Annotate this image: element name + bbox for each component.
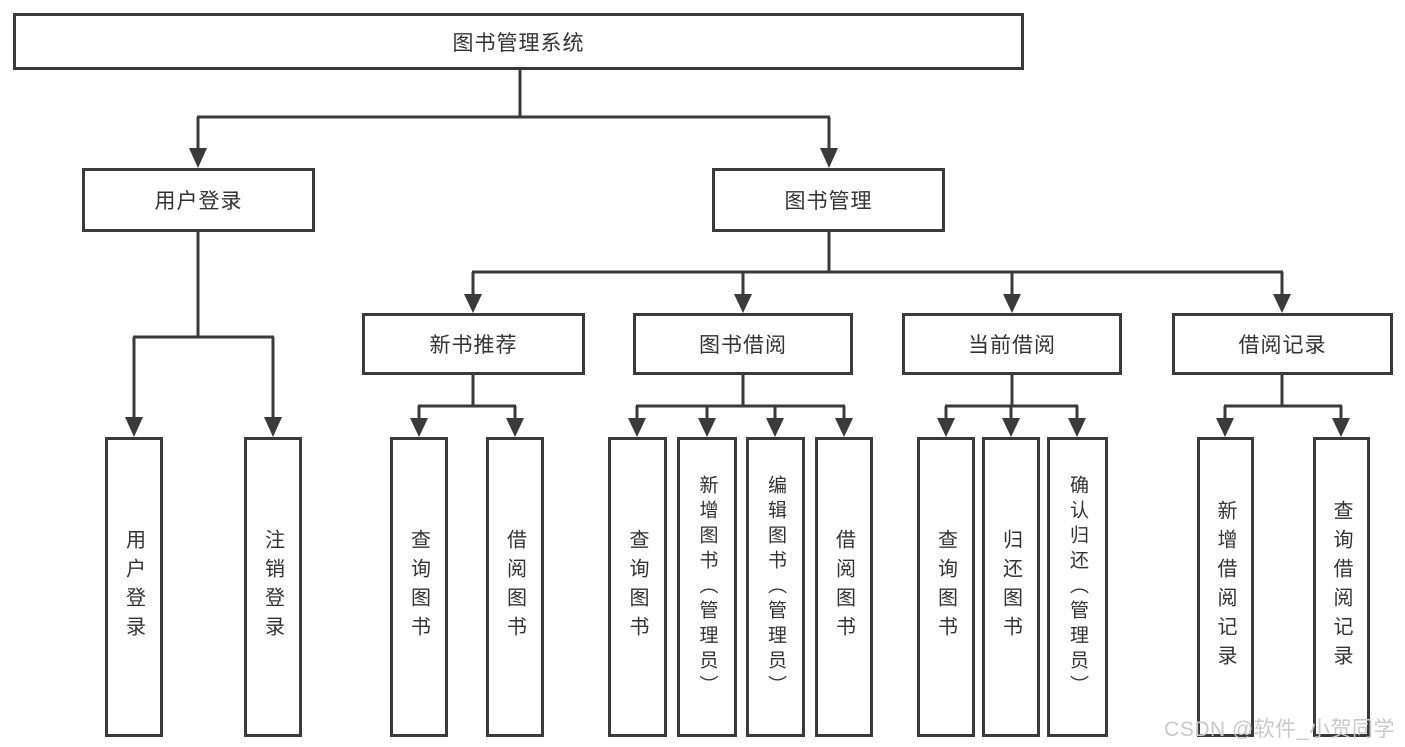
connector-root [196, 70, 831, 150]
node-bb-edit-books-admin: 编辑图书（管理员） [746, 437, 805, 737]
arrowhead-new-book-recommend [464, 294, 482, 313]
node-label: 编辑图书（管理员） [765, 474, 786, 700]
node-user-login: 用户登录 [82, 168, 315, 232]
node-bb-borrow-books: 借阅图书 [815, 437, 873, 737]
node-label: 用户登录 [122, 529, 145, 645]
node-label: 当前借阅 [968, 334, 1056, 357]
arrowhead-br-query [1332, 418, 1350, 437]
arrowhead-cb-confirm [1068, 418, 1086, 437]
connector-current-borrowing [944, 375, 1079, 420]
node-br-query-record: 查询借阅记录 [1313, 437, 1370, 737]
arrowhead-nbr-query [410, 418, 428, 437]
node-label: 查询借阅记录 [1330, 500, 1352, 674]
node-label: 借阅记录 [1238, 334, 1327, 357]
node-label: 借阅图书 [503, 529, 526, 645]
node-label: 注销登录 [261, 529, 284, 645]
node-book-borrowing: 图书借阅 [633, 313, 853, 375]
node-label: 借阅图书 [832, 529, 855, 645]
connector-book-management [471, 232, 1284, 296]
node-current-borrowing: 当前借阅 [902, 313, 1122, 375]
connector-new-book-recommend [417, 375, 517, 420]
node-cb-query-books: 查询图书 [917, 437, 975, 737]
node-label: 查询图书 [407, 529, 430, 645]
node-label: 归还图书 [999, 529, 1022, 645]
node-nbr-borrow-books: 借阅图书 [486, 437, 544, 737]
arrowhead-nbr-borrow [506, 418, 524, 437]
node-login-leaf: 用户登录 [105, 437, 163, 737]
arrowhead-cb-return [1002, 418, 1020, 437]
node-label: 确认归还（管理员） [1067, 474, 1088, 700]
arrowhead-logout [264, 417, 282, 437]
node-cb-return-books: 归还图书 [982, 437, 1040, 737]
arrowhead-bb-borrow [835, 418, 853, 437]
arrowhead-book-borrowing [734, 294, 752, 313]
connector-user-login [132, 232, 275, 419]
arrowhead-user-login [189, 148, 207, 168]
arrowhead-login [125, 417, 143, 437]
node-label: 新增图书（管理员） [696, 474, 718, 700]
node-nbr-query-books: 查询图书 [390, 437, 448, 737]
node-label: 图书管理 [784, 190, 873, 213]
arrowhead-bb-add [698, 418, 716, 437]
node-br-add-record: 新增借阅记录 [1197, 437, 1254, 737]
arrowhead-borrow-records [1273, 294, 1291, 313]
arrowhead-current-borrowing [1003, 294, 1021, 313]
csdn-watermark: CSDN @软件_小贺同学 [1164, 718, 1395, 741]
node-borrow-records: 借阅记录 [1172, 313, 1393, 375]
node-label: 图书管理系统 [452, 31, 585, 55]
node-label: 新书推荐 [429, 334, 518, 357]
arrowhead-book-management [820, 148, 838, 168]
arrowhead-br-add [1216, 418, 1234, 437]
node-new-book-recommend: 新书推荐 [362, 313, 585, 375]
node-library-system: 图书管理系统 [13, 13, 1024, 70]
node-label: 查询图书 [626, 529, 648, 645]
node-book-management: 图书管理 [712, 168, 945, 232]
node-bb-add-books-admin: 新增图书（管理员） [677, 437, 737, 737]
connector-borrow-records [1223, 375, 1343, 420]
node-label: 图书借阅 [699, 334, 787, 357]
node-bb-query-books: 查询图书 [608, 437, 667, 737]
node-label: 新增借阅记录 [1214, 500, 1236, 674]
node-label: 用户登录 [154, 190, 243, 213]
arrowhead-cb-query [937, 418, 955, 437]
connector-book-borrowing [635, 375, 846, 420]
node-label: 查询图书 [934, 529, 957, 645]
arrowhead-bb-edit [766, 418, 784, 437]
arrowhead-bb-query [628, 418, 646, 437]
node-cb-confirm-return-admin: 确认归还（管理员） [1047, 437, 1108, 737]
node-logout-leaf: 注销登录 [244, 437, 302, 737]
